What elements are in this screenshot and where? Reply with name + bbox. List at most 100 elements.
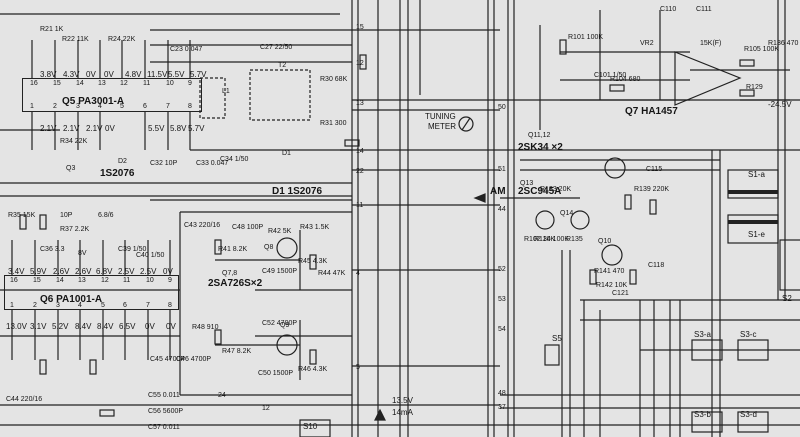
q5-pin-top-7: 10 [166, 80, 174, 87]
cap-c112: C110 [660, 6, 677, 13]
transformer-t2: T2 [278, 62, 287, 69]
q5-volt-6: 11.5V [147, 70, 168, 79]
cap-c123: C121 [612, 290, 629, 297]
q6-bvolt-7: 0V [145, 322, 155, 331]
cap-c43: C43 220/16 [184, 222, 221, 229]
switch-s1e: S1-e [748, 230, 765, 239]
cap-c44: C44 220/16 [6, 396, 43, 403]
q78-label: Q7,8 [222, 270, 238, 277]
q5-pin-top-8: 9 [188, 80, 192, 87]
q6-pin-top-1: 16 [10, 277, 18, 284]
cap-c40: C40 1/50 [136, 252, 165, 259]
res-r131: R133 20K [540, 186, 572, 193]
q6-bvolt-6: 6.5V [119, 322, 136, 331]
q6-bvolt-1: 13.0V [6, 322, 27, 331]
q6-volt-4: 2.6V [75, 267, 92, 276]
diode-d1: D1 [282, 150, 291, 157]
res-r42: R42 5K [268, 228, 292, 235]
q6-volt-6: 2.5V [118, 267, 135, 276]
cap-c55: C55 0.011 [148, 392, 180, 399]
switch-s3c: S3-c [740, 330, 757, 339]
res-r137: R139 220K [634, 186, 670, 193]
ic-q6-pa1001a [4, 275, 179, 310]
switch-s2: S2 [782, 294, 792, 303]
q6-pin-top-3: 14 [56, 277, 64, 284]
q14-label: Q14 [560, 210, 574, 217]
q6-pin-top-8: 9 [168, 277, 172, 284]
res-r30: R30 68K [320, 76, 348, 83]
cap-c39: C39 1/50 [118, 246, 147, 253]
misc-820p: 8V [78, 250, 87, 257]
switch-s5: S5 [552, 334, 562, 343]
q6-pin-bottom-7: 7 [146, 302, 150, 309]
res-r101: R101 100K [568, 34, 604, 41]
res-r31: R31 300 [320, 120, 347, 127]
q6-pin-bottom-2: 2 [33, 302, 37, 309]
cap-c36: C36 3.3 [40, 246, 65, 253]
q5-volt-1: 3.8V [40, 70, 57, 79]
bus-54: 54 [498, 326, 506, 333]
q5-pin-top-4: 13 [98, 80, 106, 87]
switch-s1a: S1-a [748, 170, 765, 179]
q6-pin-top-7: 10 [146, 277, 154, 284]
res-r48: R48 910 [192, 324, 219, 331]
diode-d1-type: D1 1S2076 [272, 186, 323, 197]
q6-pin-bottom-1: 1 [10, 302, 14, 309]
cap-c45: C45 4700P [150, 356, 186, 363]
cap-c101: C101 1/50 [594, 72, 627, 79]
q5-pin-bottom-5: 5 [120, 103, 124, 110]
bus-12: 12 [356, 60, 364, 67]
bus-12b: 12 [262, 405, 270, 412]
tuning-meter-label-1: TUNING [425, 112, 456, 121]
ic-q5-name: Q5 PA3001-A [62, 96, 125, 107]
res-r45: R45 4.3K [298, 258, 328, 265]
bus-52: 52 [498, 266, 506, 273]
q6-volt-1: 3.4V [8, 267, 25, 276]
misc-15kf: VR2 [640, 40, 654, 47]
q6-pin-bottom-3: 3 [56, 302, 60, 309]
q3-label: Q3 [66, 165, 76, 172]
misc-32kf: 15K(F) [700, 40, 722, 47]
res-r24: R24 22K [108, 36, 136, 43]
q5-bvolt-4: 0V [105, 124, 115, 133]
res-r34: R34 22K [60, 138, 88, 145]
res-r47: R47 8.2K [222, 348, 252, 355]
q6-pin-bottom-6: 6 [123, 302, 127, 309]
bus-50: 50 [498, 104, 506, 111]
cap-c34: C34 1/50 [220, 156, 249, 163]
q6-pin-top-4: 13 [78, 277, 86, 284]
q5-pin-bottom-8: 8 [188, 103, 192, 110]
switch-s3d: S3-d [740, 410, 757, 419]
q5-volt-8: 5.7V [190, 70, 207, 79]
cap-c117: C115 [646, 166, 663, 173]
q5-volt-2: 4.3V [63, 70, 80, 79]
res-r134: R136 470 [768, 40, 799, 47]
am-label: AM [490, 186, 506, 197]
res-r43: R43 1.5K [300, 224, 330, 231]
res-r105: R105 100K [744, 46, 780, 53]
q5-pin-top-2: 15 [53, 80, 61, 87]
bus-37: 37 [498, 404, 506, 411]
cap-c33: C33 0.047 [196, 160, 229, 167]
bus-5: 5 [356, 364, 360, 371]
q5-bvolt-1: 2.1V [40, 124, 57, 133]
cap-c113: C111 [696, 6, 712, 13]
q6-volt-7: 2.5V [140, 267, 157, 276]
res-r37: R37 2.2K [60, 226, 90, 233]
bus-24: 24 [218, 392, 226, 399]
res-r133: R135 [566, 236, 583, 243]
q6-pin-top-6: 11 [123, 277, 131, 284]
q78-type: 2SA726S×2 [208, 278, 263, 289]
bus-53: 53 [498, 296, 506, 303]
supply-current: 14mA [392, 408, 413, 417]
bus-4: 4 [356, 270, 360, 277]
bus-51: 51 [498, 166, 506, 173]
q6-pin-bottom-8: 8 [168, 302, 172, 309]
bus-48: 48 [498, 390, 506, 397]
q6-bvolt-5: 8.4V [97, 322, 114, 331]
bus-22: 22 [356, 168, 364, 175]
res-r35: R35 15K [8, 212, 36, 219]
q5-pin-top-5: 12 [120, 80, 128, 87]
q5-bvolt-2: 2.1V [63, 124, 80, 133]
q13-type: 2SC945A [518, 186, 562, 197]
